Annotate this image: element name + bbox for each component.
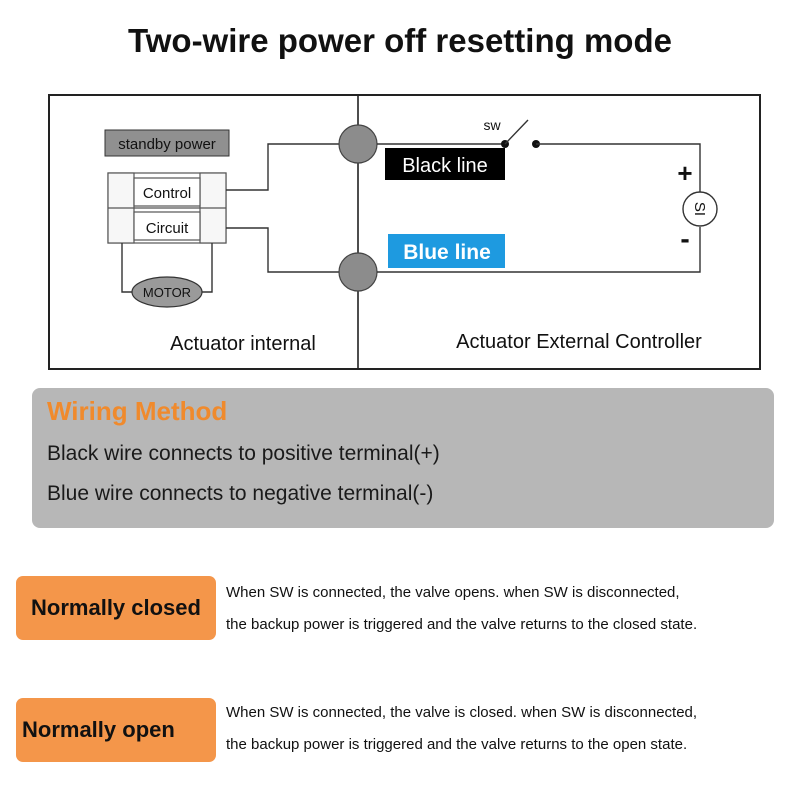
power-source-symbol: SI — [691, 202, 708, 216]
plus-sign: + — [677, 158, 692, 188]
normally-closed-desc-line-2: the backup power is triggered and the va… — [226, 616, 698, 633]
wiring-method-title: Wiring Method — [47, 396, 228, 426]
actuator-internal-label: Actuator internal — [170, 333, 316, 355]
standby-power-box — [104, 129, 230, 157]
normally-closed-desc-line-1: When SW is connected, the valve opens. w… — [226, 584, 680, 601]
minus-sign: - — [680, 223, 689, 254]
motor — [131, 276, 203, 308]
control-circuit-block — [107, 172, 227, 244]
wiring-diagram: standby power Control Circuit MOTOR sw S… — [48, 94, 761, 370]
actuator-external-label: Actuator External Controller — [456, 331, 702, 353]
normally-open-description: When SW is connected, the valve is close… — [226, 697, 697, 761]
normally-closed-description: When SW is connected, the valve opens. w… — [226, 577, 697, 641]
circuit-label: Circuit — [146, 220, 189, 237]
wiring-method-panel: Wiring Method Black wire connects to pos… — [32, 388, 774, 528]
control-label: Control — [143, 185, 191, 202]
blue-terminal — [338, 252, 378, 292]
normally-closed-badge: Normally closed — [16, 576, 216, 640]
black-line-label: Black line — [402, 155, 488, 177]
wiring-rule-blue: Blue wire connects to negative terminal(… — [47, 482, 434, 505]
switch-label: sw — [483, 117, 501, 133]
blue-line-label: Blue line — [403, 241, 491, 264]
motor-wire — [202, 243, 213, 293]
normally-open-badge: Normally open — [16, 698, 216, 762]
internal-wire-bottom — [226, 227, 340, 273]
normally-open-desc-line-1: When SW is connected, the valve is close… — [226, 704, 698, 721]
diagram-frame — [48, 94, 761, 370]
black-terminal — [338, 124, 378, 164]
standby-power-label: standby power — [118, 136, 216, 153]
external-wire-return — [377, 227, 701, 273]
switch-lever — [504, 119, 529, 145]
external-wire-right — [536, 143, 701, 192]
wiring-rule-black: Black wire connects to positive terminal… — [47, 442, 440, 465]
black-line-label-bg — [385, 148, 505, 180]
motor-wire — [121, 243, 132, 293]
page-title: Two-wire power off resetting mode — [128, 22, 672, 59]
blue-line-label-bg — [388, 234, 505, 268]
normally-open-desc-line-2: the backup power is triggered and the va… — [226, 736, 688, 753]
motor-label: MOTOR — [143, 285, 191, 300]
power-source — [682, 191, 718, 227]
internal-wire-top — [226, 143, 340, 191]
